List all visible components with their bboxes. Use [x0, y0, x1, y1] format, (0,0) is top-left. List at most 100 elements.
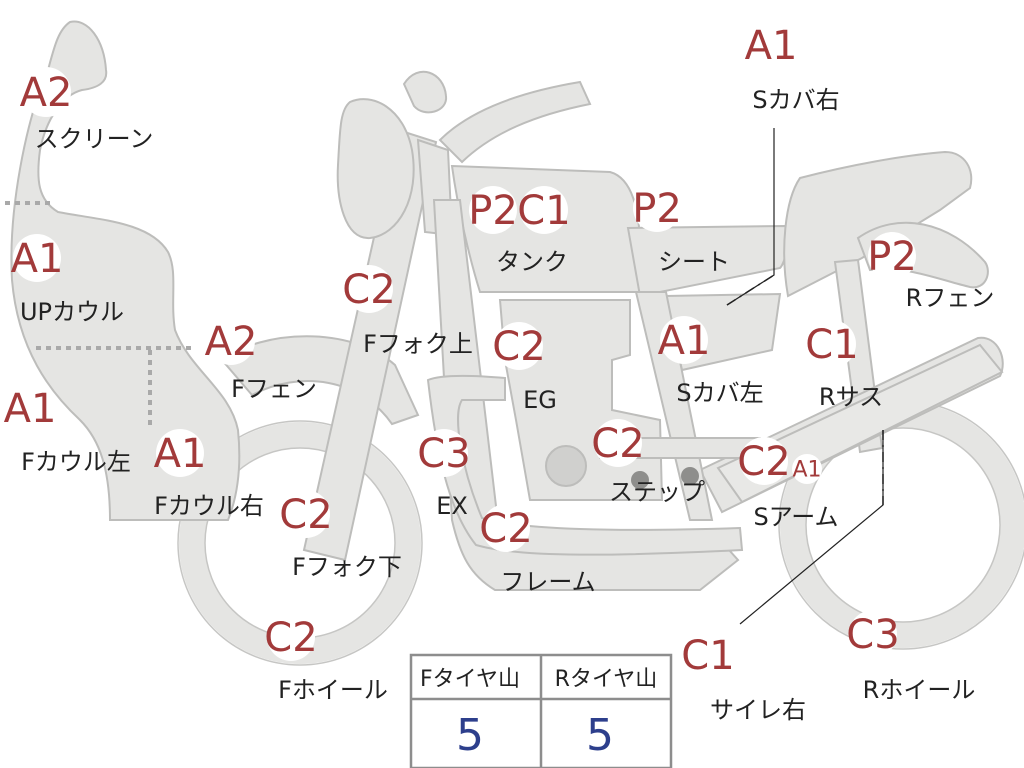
s-cover-right-grade-badge: A1 [745, 21, 798, 69]
f-fork-lower-grade-badge: C2 [279, 490, 333, 538]
grade-text: C1 [517, 188, 570, 234]
badge-circle [520, 186, 568, 234]
part-labels: スクリーン UPカウル Fカウル左 Fカウル右 Fフェン Fフォク上 Fフォク下 Fホイール タ… [20, 86, 994, 724]
r-wheel-grade-badge: C3 [846, 610, 900, 658]
f-cowl-left-label: Fカウル左 [21, 448, 131, 476]
headlight-shape [336, 98, 415, 240]
swing-arm-label: Sアーム [753, 503, 838, 531]
front-tire-value: 5 [456, 710, 484, 761]
badge-circle [13, 234, 61, 282]
screen-grade-badge: A2 [20, 67, 72, 117]
tire-tread-table: Fタイヤ山 Rタイヤ山 5 5 [409, 653, 673, 768]
step-grade-badge: C2 [591, 419, 645, 467]
frame-label: フレーム [500, 568, 595, 596]
grade-text: C1 [805, 322, 858, 368]
r-suspension-grade-badge: C1 [805, 320, 859, 368]
muffler-right-grade-badge: C1 [681, 631, 735, 679]
grade-text: A1 [745, 23, 798, 69]
grade-text: P2 [468, 188, 518, 234]
up-cowl-label: UPカウル [20, 298, 124, 326]
badge-circle [849, 610, 897, 658]
swing-arm-grade-badge-1: C2 [737, 437, 791, 485]
exhaust-shape [426, 374, 744, 556]
frame-grade-badge: C2 [479, 504, 533, 552]
r-fender-grade-badge: P2 [867, 232, 917, 280]
f-cowl-left-grade-badge: A1 [4, 384, 57, 432]
badge-circle [21, 67, 71, 117]
r-wheel-label: Rホイール [863, 676, 976, 704]
engine-label: EG [523, 386, 557, 414]
badge-circle [267, 613, 315, 661]
badge-circle [684, 631, 732, 679]
grade-text: C2 [737, 439, 790, 485]
f-cowl-right-label: Fカウル右 [154, 492, 264, 520]
rear-tire-header: Rタイヤ山 [555, 667, 658, 692]
up-cowl-grade-badge: A1 [11, 234, 64, 282]
f-fender-grade-badge: A2 [205, 317, 258, 365]
engine-grade-badge: C2 [492, 322, 546, 370]
f-fork-upper-label: Fフォク上 [363, 330, 473, 358]
s-cover-left-grade-badge: A1 [658, 316, 711, 364]
badge-circle [469, 186, 517, 234]
badge-circle [420, 429, 468, 477]
badge-circle [345, 265, 393, 313]
f-wheel-label: Fホイール [278, 676, 388, 704]
badge-circle [594, 419, 642, 467]
grade-text: C1 [681, 633, 734, 679]
muffler-shape [716, 343, 1004, 504]
grade-text: C2 [479, 506, 532, 552]
tank-grade-badge-2: C1 [517, 186, 571, 234]
badge-circle [207, 317, 255, 365]
leader-lines [726, 128, 884, 625]
badge-circle [156, 429, 204, 477]
grade-text: C2 [591, 421, 644, 467]
badge-circle [282, 490, 330, 538]
tail-shape [783, 150, 973, 298]
s-cover-left-label: Sカバ左 [676, 379, 763, 407]
badge-circle [740, 437, 788, 485]
badge-circle [792, 454, 822, 484]
f-fork-upper-grade-badge: C2 [342, 265, 396, 313]
r-fender-label: Rフェン [906, 284, 995, 312]
badge-circle [495, 322, 543, 370]
f-fork-lower-label: Fフォク下 [292, 553, 402, 581]
muffler-right-label: サイレ右 [710, 696, 806, 724]
tank-grade-badge-1: P2 [468, 186, 518, 234]
cowl-separators [5, 201, 192, 430]
grade-text: P2 [632, 186, 682, 232]
swing-arm-grade-badge-2: A1 [792, 454, 822, 484]
handlebar-shape [438, 80, 592, 164]
badge-circle [868, 232, 916, 280]
badge-circle [660, 316, 708, 364]
grade-text: A1 [658, 318, 711, 364]
step-label: ステップ [609, 478, 705, 506]
seat-grade-badge: P2 [632, 184, 682, 232]
grade-text: C2 [492, 324, 545, 370]
grade-text: P2 [867, 234, 917, 280]
screen-label: スクリーン [35, 125, 154, 153]
grade-text: A1 [11, 236, 64, 282]
f-wheel-grade-badge: C2 [264, 613, 318, 661]
r-suspension-label: Rサス [819, 383, 883, 411]
grade-text: A2 [205, 319, 258, 365]
seat-label: シート [658, 248, 730, 276]
badge-circle [747, 21, 795, 69]
exhaust-grade-badge: C3 [417, 429, 471, 477]
grade-text: A1 [792, 458, 821, 483]
grade-text: A1 [154, 431, 207, 477]
grade-text: C3 [846, 612, 899, 658]
front-fork-shape [302, 128, 438, 562]
s-cover-right-label: Sカバ右 [752, 86, 839, 114]
rear-tire-value: 5 [586, 710, 614, 761]
grade-text: A1 [4, 386, 57, 432]
f-fender-label: Fフェン [231, 375, 317, 403]
exhaust-label: EX [436, 492, 468, 520]
badge-circle [482, 504, 530, 552]
grade-text: C2 [342, 267, 395, 313]
tank-label: タンク [496, 248, 568, 276]
grade-text: C2 [264, 615, 317, 661]
grade-text: C2 [279, 492, 332, 538]
badge-circle [633, 184, 681, 232]
